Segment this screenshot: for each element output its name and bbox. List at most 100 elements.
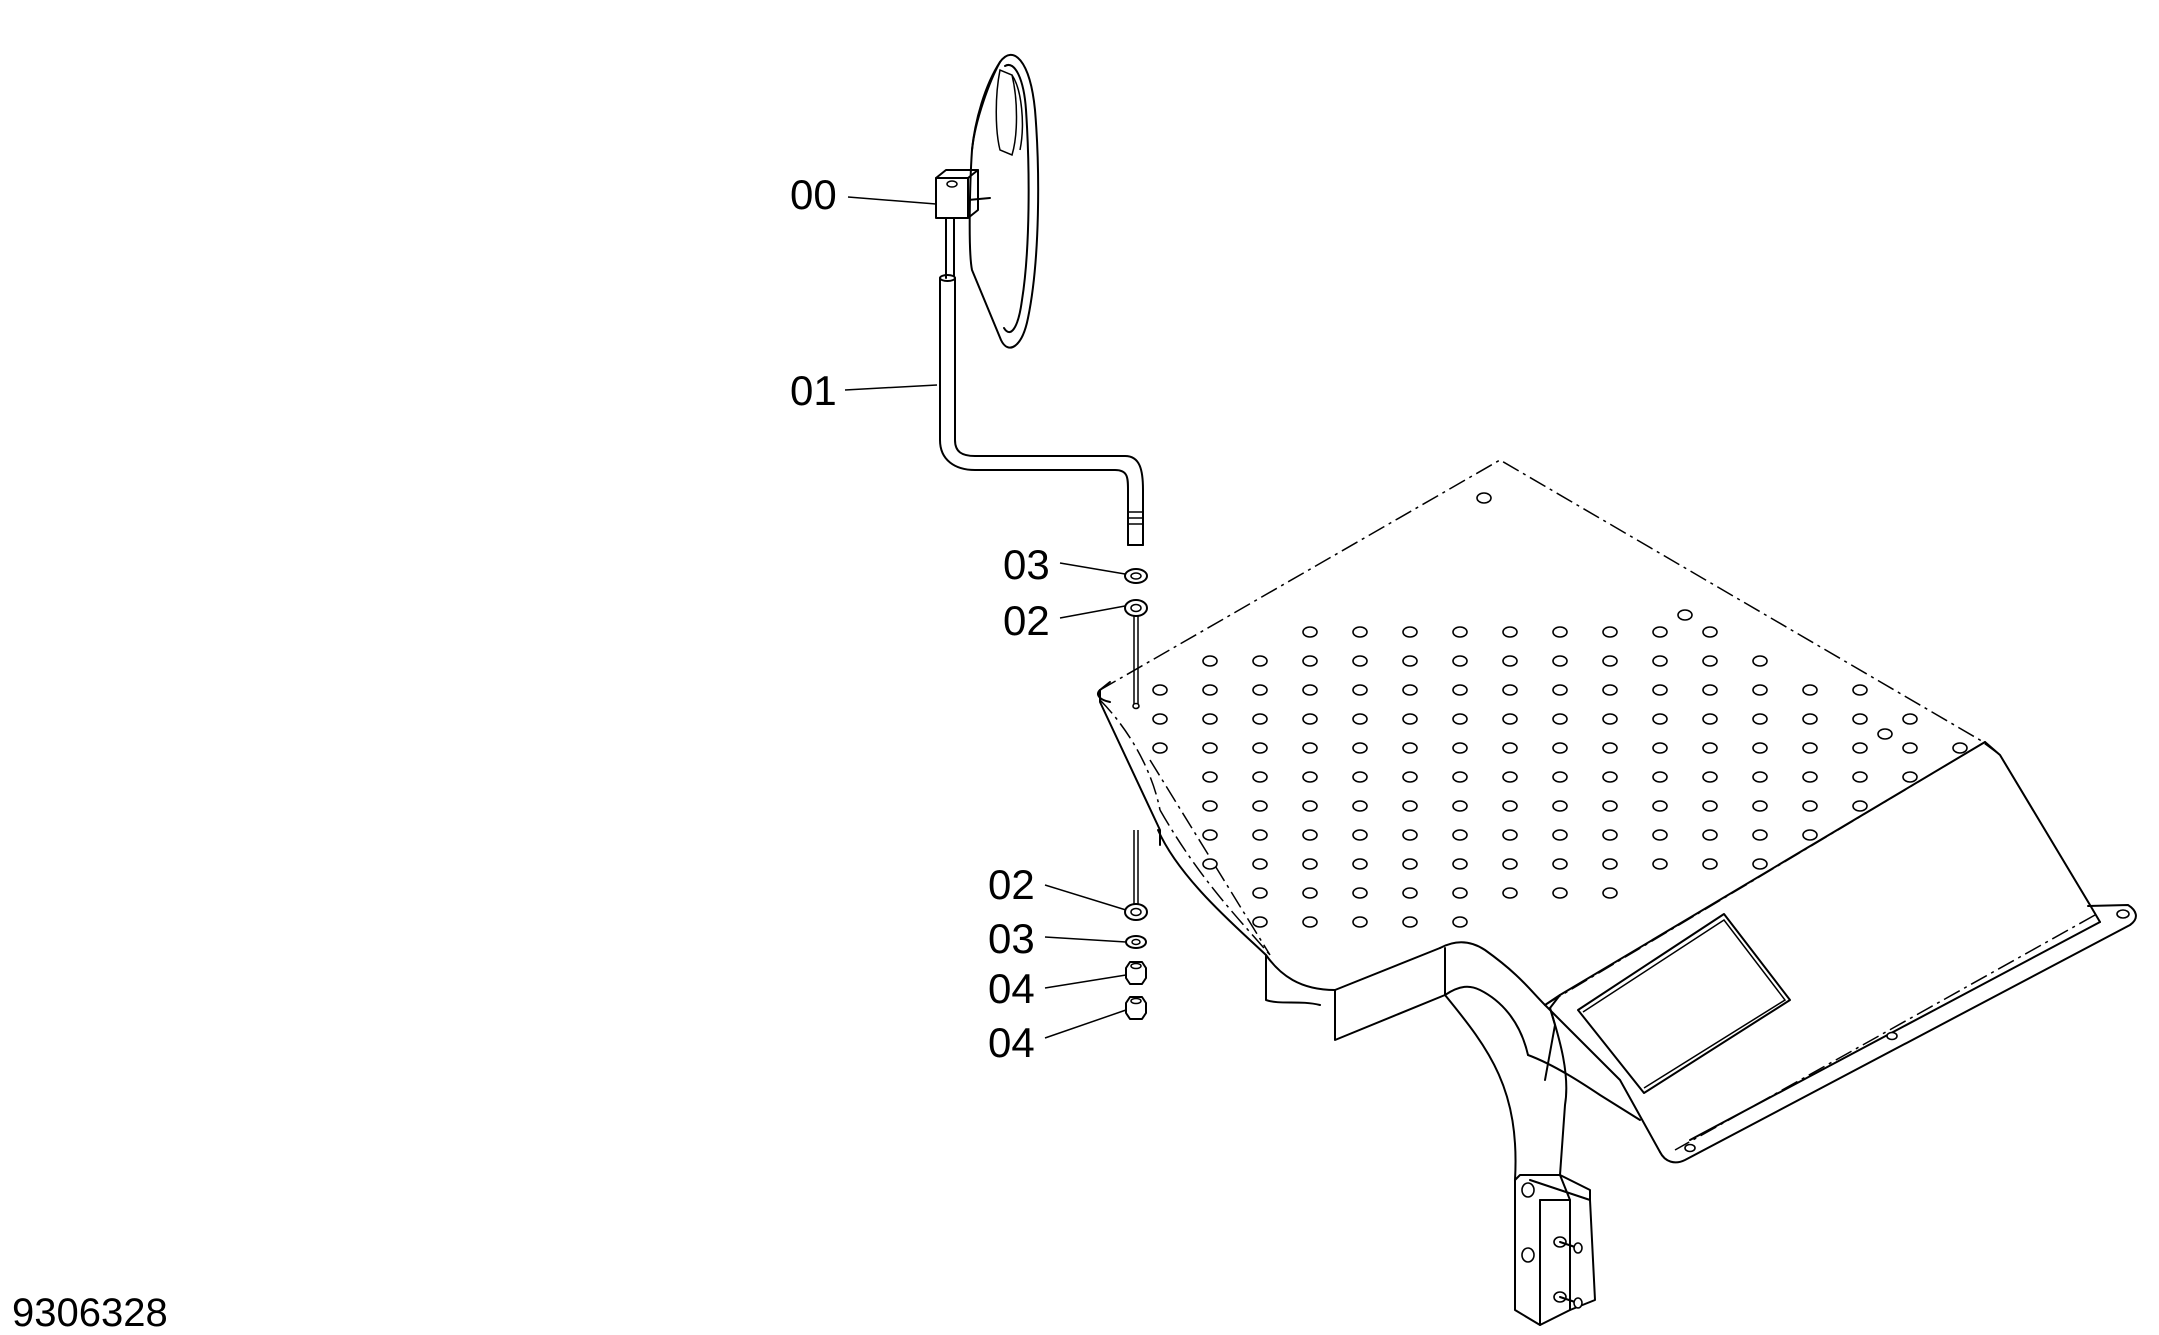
- callout-leaders: [844, 196, 1127, 1039]
- perforation-hole: [1402, 858, 1418, 870]
- perforation-hole: [1702, 655, 1718, 667]
- perforation-hole: [1852, 771, 1868, 783]
- perforation-hole: [1552, 655, 1568, 667]
- perforation-hole: [1252, 713, 1268, 725]
- perforation-hole: [1402, 887, 1418, 899]
- perforation-hole: [1802, 771, 1818, 783]
- perforation-hole: [1252, 916, 1268, 928]
- perforation-hole: [1802, 829, 1818, 841]
- perforation-hole: [1602, 742, 1618, 754]
- perforation-hole: [1302, 626, 1318, 638]
- perforation-hole: [1802, 684, 1818, 696]
- perforation-hole: [1302, 858, 1318, 870]
- perforation-hole: [1802, 742, 1818, 754]
- perforation-hole: [1752, 771, 1768, 783]
- step-plate: [1097, 459, 2137, 1326]
- perforation-hole: [1752, 713, 1768, 725]
- perforation-hole: [1452, 742, 1468, 754]
- perforation-hole: [1852, 800, 1868, 812]
- callout-03-lower: 03: [988, 915, 1035, 962]
- perforation-hole: [1252, 655, 1268, 667]
- perforation-hole: [1602, 713, 1618, 725]
- perforation-hole: [1352, 742, 1368, 754]
- perforation-hole: [1402, 655, 1418, 667]
- perforation-hole: [1652, 684, 1668, 696]
- perforation-hole: [1452, 655, 1468, 667]
- perforation-hole: [1252, 800, 1268, 812]
- perforation-hole: [1152, 713, 1168, 725]
- perforation-hole: [1702, 829, 1718, 841]
- perforation-hole: [1652, 742, 1668, 754]
- perforation-hole: [1652, 626, 1668, 638]
- perforation-hole: [1502, 771, 1518, 783]
- perforation-hole: [1852, 742, 1868, 754]
- perforation-hole: [1202, 771, 1218, 783]
- perforation-hole: [1702, 858, 1718, 870]
- callout-04-lower: 04: [988, 1019, 1035, 1066]
- perforation-hole: [1452, 800, 1468, 812]
- perforation-hole: [1852, 684, 1868, 696]
- perforation-hole: [1802, 800, 1818, 812]
- perforation-hole: [1202, 858, 1218, 870]
- perforation-hole: [1352, 800, 1368, 812]
- perforation-hole: [1252, 771, 1268, 783]
- perforation-hole: [1352, 829, 1368, 841]
- perforation-hole: [1852, 713, 1868, 725]
- perforation-hole: [1502, 858, 1518, 870]
- perforation-hole: [1302, 713, 1318, 725]
- perforation-hole: [1502, 800, 1518, 812]
- mirror-head: [935, 53, 1040, 349]
- callout-02-lower: 02: [988, 861, 1035, 908]
- perforation-hole: [1502, 655, 1518, 667]
- perforation-hole: [1302, 771, 1318, 783]
- perforation-hole: [1452, 858, 1468, 870]
- perforation-hole: [1502, 887, 1518, 899]
- perforation-hole: [1552, 742, 1568, 754]
- perforation-hole: [1402, 684, 1418, 696]
- perforation-hole: [1202, 713, 1218, 725]
- callout-01: 01: [790, 367, 837, 414]
- perforation-hole: [1302, 829, 1318, 841]
- perforation-hole: [1302, 655, 1318, 667]
- perforation-hole: [1152, 684, 1168, 696]
- perforation-hole: [1402, 742, 1418, 754]
- perforation-hole: [1352, 684, 1368, 696]
- perforation-hole: [1352, 858, 1368, 870]
- perforation-hole: [1252, 742, 1268, 754]
- perforation-hole: [1352, 887, 1368, 899]
- perforation-hole: [1802, 713, 1818, 725]
- perforation-hole: [1402, 916, 1418, 928]
- perforation-hole: [1352, 655, 1368, 667]
- perforation-hole: [1152, 742, 1168, 754]
- perforation-hole: [1652, 800, 1668, 812]
- perforation-hole: [1252, 684, 1268, 696]
- upper-fasteners: [1124, 568, 1148, 708]
- perforation-hole: [1502, 829, 1518, 841]
- perforation-hole: [1552, 684, 1568, 696]
- perforation-hole: [1402, 829, 1418, 841]
- perforation-hole: [1202, 742, 1218, 754]
- perforation-hole: [1302, 684, 1318, 696]
- callout-00: 00: [790, 171, 837, 218]
- callout-04-upper: 04: [988, 965, 1035, 1012]
- perforation-hole: [1602, 887, 1618, 899]
- perforation-hole: [1452, 684, 1468, 696]
- perforation-hole: [1602, 655, 1618, 667]
- perforation-hole: [1202, 800, 1218, 812]
- perforation-hole: [1902, 713, 1918, 725]
- callout-02-upper: 02: [1003, 597, 1050, 644]
- perforation-hole: [1752, 655, 1768, 667]
- perforation-hole: [1902, 742, 1918, 754]
- perforation-hole: [1302, 887, 1318, 899]
- perforation-hole: [1552, 829, 1568, 841]
- perforation-hole: [1302, 916, 1318, 928]
- perforation-hole: [1202, 684, 1218, 696]
- perforation-hole: [1352, 626, 1368, 638]
- perforation-hole: [1502, 684, 1518, 696]
- perforation-hole: [1702, 742, 1718, 754]
- perforation-hole: [1952, 742, 1968, 754]
- perforation-hole: [1902, 771, 1918, 783]
- perforation-hole: [1252, 887, 1268, 899]
- perforation-hole: [1402, 713, 1418, 725]
